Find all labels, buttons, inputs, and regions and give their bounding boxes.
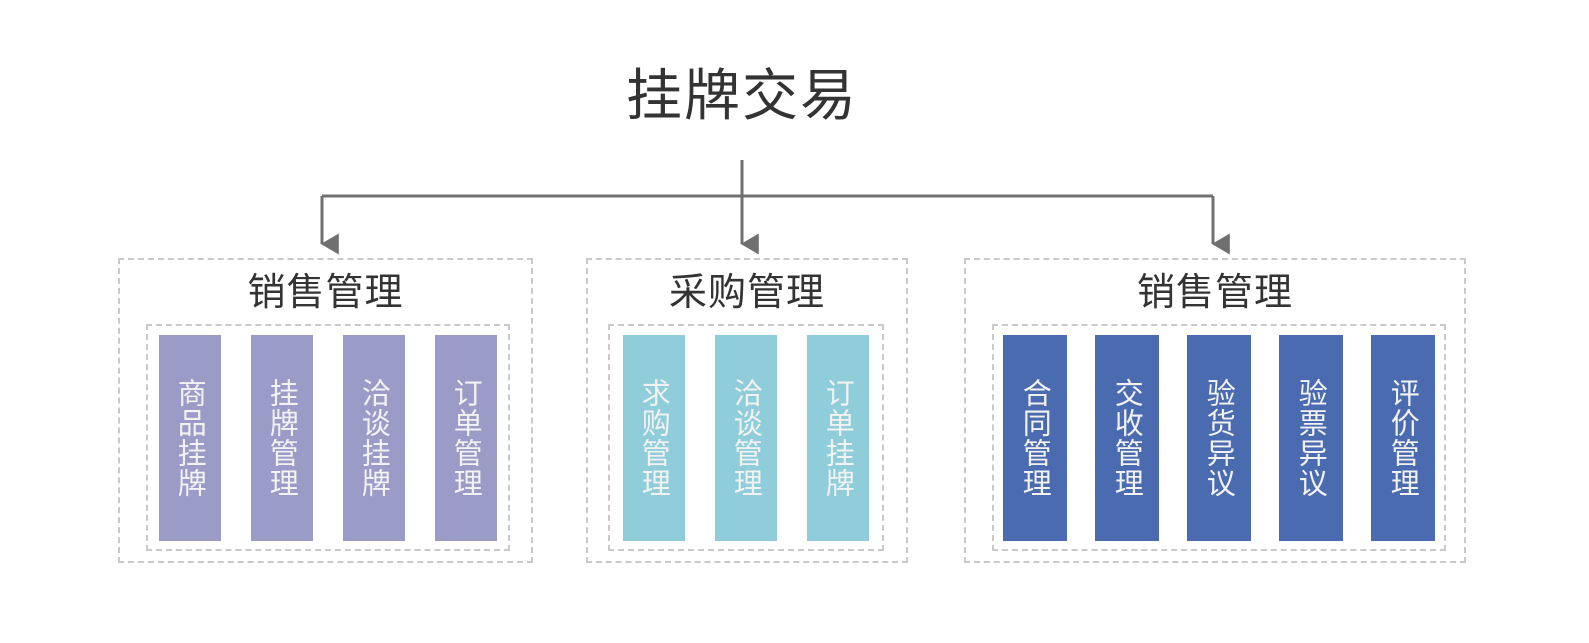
card-item[interactable]: 求购管理 bbox=[623, 334, 685, 541]
card-item[interactable]: 验票异议 bbox=[1279, 334, 1343, 541]
card-rail-3: 合同管理 交收管理 验货异议 验票异议 评价管理 bbox=[992, 324, 1446, 551]
card-rail-2: 求购管理 洽谈管理 订单挂牌 bbox=[608, 324, 884, 551]
card-item[interactable]: 挂牌管理 bbox=[251, 334, 313, 541]
group-heading-1: 销售管理 bbox=[247, 270, 404, 314]
card-item[interactable]: 交收管理 bbox=[1095, 334, 1159, 541]
group-box-1: 销售管理 商品挂牌 挂牌管理 洽谈挂牌 订单管理 bbox=[118, 258, 533, 563]
card-item[interactable]: 评价管理 bbox=[1371, 334, 1435, 541]
card-rail-1: 商品挂牌 挂牌管理 洽谈挂牌 订单管理 bbox=[146, 324, 510, 551]
page-title: 挂牌交易 bbox=[626, 64, 858, 129]
group-box-2: 采购管理 求购管理 洽谈管理 订单挂牌 bbox=[586, 258, 908, 563]
card-item[interactable]: 订单挂牌 bbox=[807, 334, 869, 541]
group-heading-2: 采购管理 bbox=[668, 270, 825, 314]
card-item[interactable]: 商品挂牌 bbox=[159, 334, 221, 541]
group-box-3: 销售管理 合同管理 交收管理 验货异议 验票异议 评价管理 bbox=[964, 258, 1466, 563]
group-heading-3: 销售管理 bbox=[1136, 270, 1293, 314]
card-item[interactable]: 验货异议 bbox=[1187, 334, 1251, 541]
card-item[interactable]: 洽谈挂牌 bbox=[343, 334, 405, 541]
card-item[interactable]: 合同管理 bbox=[1003, 334, 1067, 541]
card-item[interactable]: 订单管理 bbox=[435, 334, 497, 541]
card-item[interactable]: 洽谈管理 bbox=[715, 334, 777, 541]
